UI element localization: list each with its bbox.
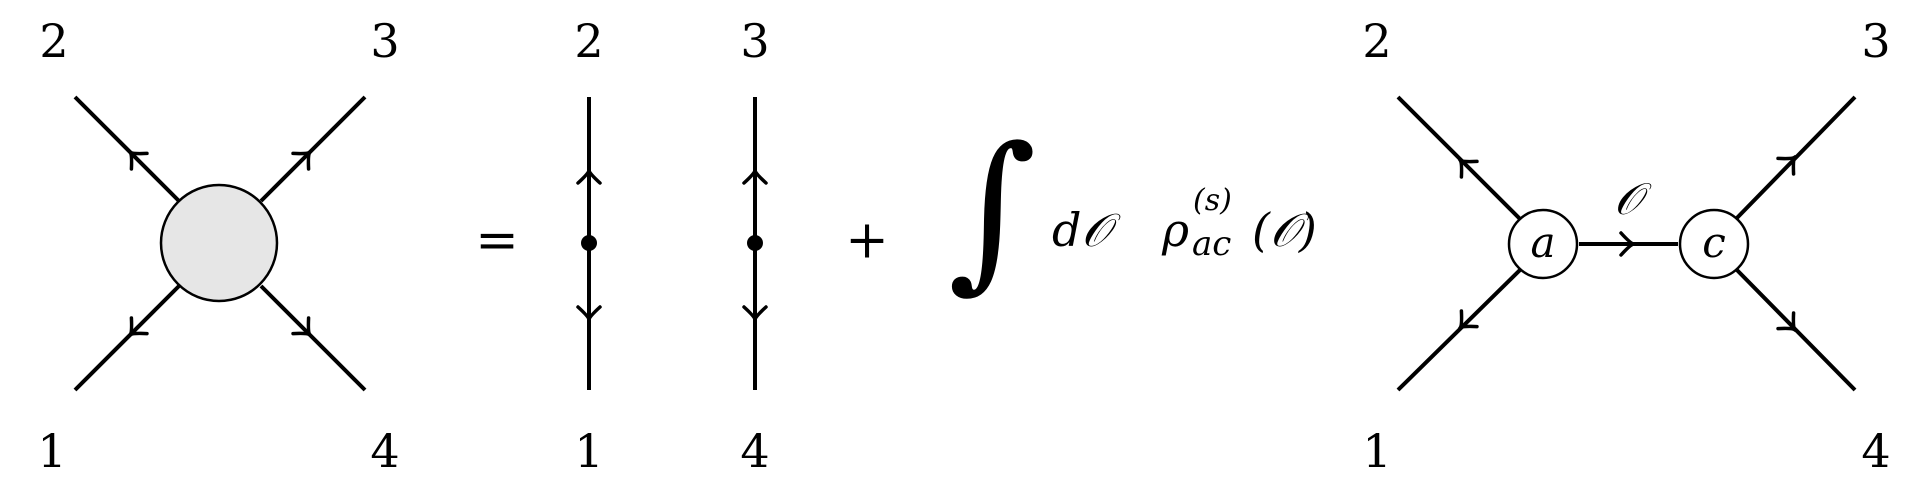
label-4: 4 (1861, 424, 1890, 478)
label-2: 2 (574, 14, 603, 68)
integral-expression: ∫ d𝒪 ρ (s) ac (𝒪) (948, 111, 1317, 309)
plus-sign: + (845, 211, 889, 271)
leg-3 (259, 95, 367, 203)
density-superscript: (s) (1193, 183, 1232, 218)
blob-vertex (159, 183, 279, 303)
arrow-leg-4-icon (291, 316, 312, 337)
arrow-down-left-icon (576, 305, 602, 322)
label-3: 3 (1861, 14, 1890, 68)
vertex-a-label: a (1530, 218, 1555, 267)
density-argument: (𝒪) (1252, 203, 1317, 257)
four-point-blob-diagram: 2 3 1 4 (37, 14, 399, 478)
vertex-c (1678, 208, 1750, 280)
arrow-leg-2-icon (128, 150, 149, 171)
arrow-down-right-icon (742, 305, 768, 322)
integral-sign: ∫ (948, 111, 1037, 309)
arrow-leg-1-icon (1458, 309, 1479, 330)
label-1: 1 (37, 424, 66, 478)
arrow-leg-1-icon (128, 316, 149, 337)
arrow-leg-3-icon (291, 150, 312, 171)
exchanged-operator-label: 𝒪 (1614, 174, 1652, 225)
leg-1 (73, 284, 181, 392)
arrow-leg-3-icon (1776, 155, 1797, 176)
arrow-exchange-icon (1619, 231, 1636, 257)
label-3: 3 (370, 14, 399, 68)
dot-right (747, 235, 763, 251)
arrow-up-left-icon (576, 168, 602, 185)
equals-sign: = (475, 211, 519, 271)
arrow-leg-2-icon (1458, 158, 1479, 179)
vertex-a (1507, 208, 1579, 280)
leg-4 (259, 284, 367, 392)
vertex-c-label: c (1702, 218, 1726, 267)
label-4: 4 (370, 424, 399, 478)
exchange-diagram: a c 𝒪 2 3 1 4 (1362, 14, 1890, 478)
disconnected-diagram: 2 3 1 4 (574, 14, 769, 478)
dot-left (581, 235, 597, 251)
density-subscript: ac (1192, 224, 1231, 264)
label-4: 4 (740, 424, 769, 478)
label-1: 1 (1362, 424, 1391, 478)
label-3: 3 (740, 14, 769, 68)
label-1: 1 (574, 424, 603, 478)
label-2: 2 (39, 14, 68, 68)
density-symbol: ρ (1161, 203, 1189, 257)
arrow-leg-4-icon (1776, 311, 1797, 332)
arrow-up-right-icon (742, 168, 768, 185)
leg-2 (73, 95, 181, 203)
label-2: 2 (1362, 14, 1391, 68)
measure: d𝒪 (1052, 203, 1121, 257)
